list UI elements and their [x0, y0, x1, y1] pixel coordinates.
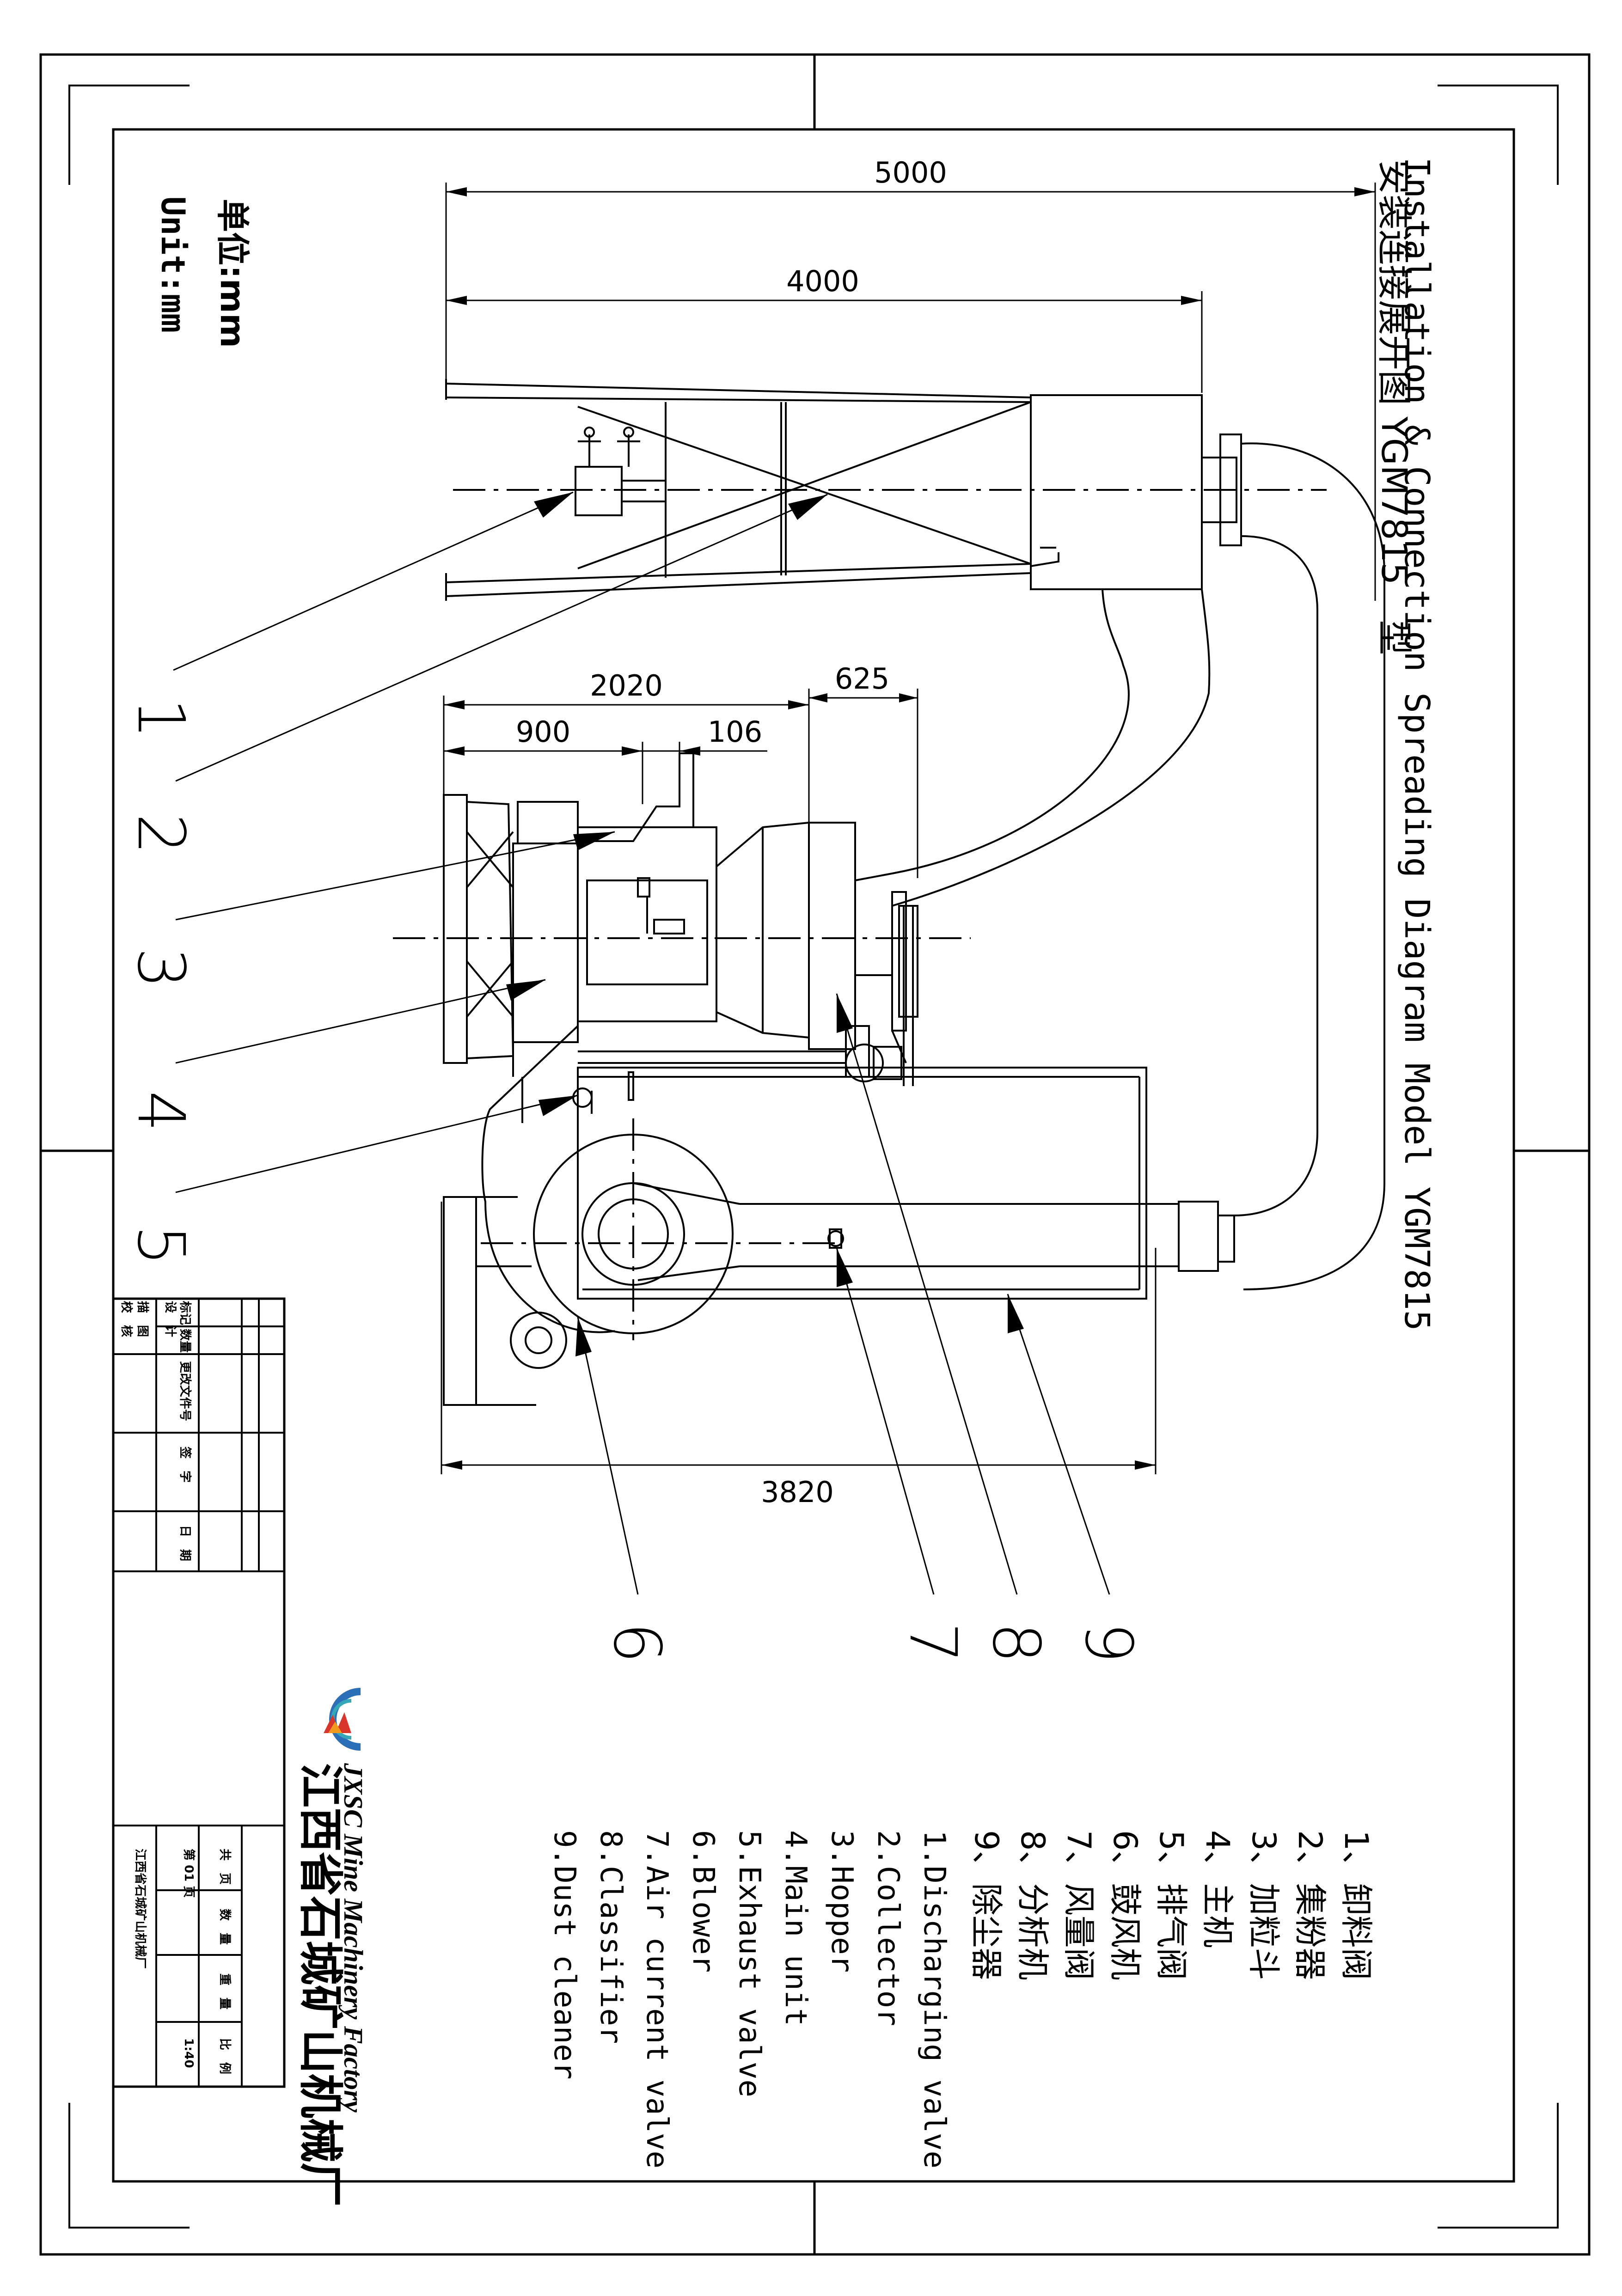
collector-cyclone: [445, 379, 1385, 1290]
rev-sign: 签 字: [178, 1447, 192, 1483]
tb-scale-label: 比 例: [218, 2038, 232, 2074]
part-en-8: 8.Classifier: [594, 1830, 628, 2044]
tb-scale-value: 1:40: [182, 2038, 196, 2068]
rev-draw: 描 图: [135, 1301, 149, 1337]
sheet-frame: [39, 53, 1591, 2256]
callout-7: 7: [895, 1622, 970, 1663]
part-cn-1: 1、卸料阀: [1337, 1830, 1375, 1980]
tb-total-pages: 共 页: [218, 1849, 232, 1885]
tb-quantity: 数 量: [218, 1909, 232, 1945]
dim-5000: 5000: [874, 156, 947, 189]
tb-weight: 重 量: [218, 1973, 232, 2009]
callout-5: 5: [123, 1225, 198, 1266]
dim-4000: 4000: [786, 264, 859, 298]
blower-and-dust-cleaner: [443, 1025, 1235, 1406]
callout-8: 8: [978, 1622, 1053, 1663]
part-cn-8: 8、分析机: [1014, 1830, 1052, 1980]
company-logo: [324, 1688, 361, 1751]
unit-cn: 单位:mm: [213, 199, 252, 348]
dim-3820: 3820: [761, 1475, 834, 1509]
parts-list-en: 1.Discharging valve 2.Collector 3.Hopper…: [547, 1830, 951, 2168]
title-cn: 安装连接展开图 YGM7815 型: [1374, 159, 1415, 655]
unit-en: Unit:mm: [154, 196, 192, 333]
part-cn-5: 5、排气阀: [1152, 1830, 1190, 1980]
part-en-7: 7.Air current valve: [640, 1830, 674, 2168]
rev-date: 日 期: [178, 1525, 192, 1561]
tb-factory: 江西省石城矿山机械厂: [133, 1849, 147, 1969]
part-en-4: 4.Main unit: [778, 1830, 813, 2026]
part-en-6: 6.Blower: [686, 1830, 720, 1972]
dim-2020: 2020: [590, 669, 663, 702]
part-cn-2: 2、集粉器: [1291, 1830, 1329, 1980]
tb-page: 第 01 页: [182, 1849, 196, 1898]
leader-lines: [173, 491, 1110, 1595]
rev-doc: 更改文件号: [178, 1361, 192, 1421]
main-unit-assembly: [393, 752, 971, 1086]
part-cn-7: 7、风量阀: [1060, 1830, 1098, 1980]
callout-1: 1: [123, 698, 198, 739]
part-en-9: 9.Dust cleaner: [547, 1830, 581, 2079]
callout-2: 2: [123, 813, 198, 855]
part-en-2: 2.Collector: [871, 1830, 905, 2026]
parts-list-cn: 1、卸料阀 2、集粉器 3、加粒斗 4、主机 5、排气阀 6、鼓风机 7、风量阀…: [967, 1830, 1375, 1980]
part-cn-3: 3、加粒斗: [1245, 1830, 1283, 1980]
callout-4: 4: [123, 1091, 198, 1132]
part-en-1: 1.Discharging valve: [917, 1830, 951, 2168]
company-name-en: JXSC Mine Machinery Factory: [338, 1763, 368, 2113]
dim-900: 900: [516, 715, 570, 749]
company-name-cn: 江西省石城矿山机械厂: [294, 1763, 347, 2207]
part-en-3: 3.Hopper: [825, 1830, 859, 1972]
part-en-5: 5.Exhaust valve: [732, 1830, 766, 2097]
machine-geometry: [173, 379, 1385, 1595]
part-cn-9: 9、除尘器: [967, 1830, 1005, 1980]
callout-6: 6: [599, 1622, 674, 1663]
revision-table: 标记 数量 更改文件号 签 字 日 期 设 计 描 图 校 核 共 页 第 01…: [112, 1297, 286, 2088]
title-en: Installation & Connection Spreading Diag…: [1397, 157, 1437, 1331]
company-name: JXSC Mine Machinery Factory 江西省石城矿山机械厂: [294, 1763, 368, 2207]
callout-9: 9: [1071, 1622, 1146, 1663]
rev-design: 设 计: [163, 1301, 177, 1337]
rev-qty: 数量: [178, 1329, 192, 1353]
unit-note: 单位:mm Unit:mm: [154, 196, 252, 348]
rev-mark: 标记: [178, 1301, 192, 1325]
part-cn-6: 6、鼓风机: [1106, 1830, 1144, 1980]
rev-check: 校 核: [119, 1301, 134, 1337]
dim-106: 106: [708, 715, 762, 749]
callout-numbers: 1 2 3 4 5 6 7 8 9: [123, 698, 1146, 1663]
title-block-rotated: 安装连接展开图 YGM7815 型 Installation & Connect…: [1374, 157, 1437, 1331]
callout-3: 3: [123, 947, 198, 989]
dim-625: 625: [835, 662, 889, 696]
dimension-lines: 5000 4000 2020 900 106 625 3820: [441, 156, 1376, 1509]
part-cn-4: 4、主机: [1199, 1830, 1236, 1948]
